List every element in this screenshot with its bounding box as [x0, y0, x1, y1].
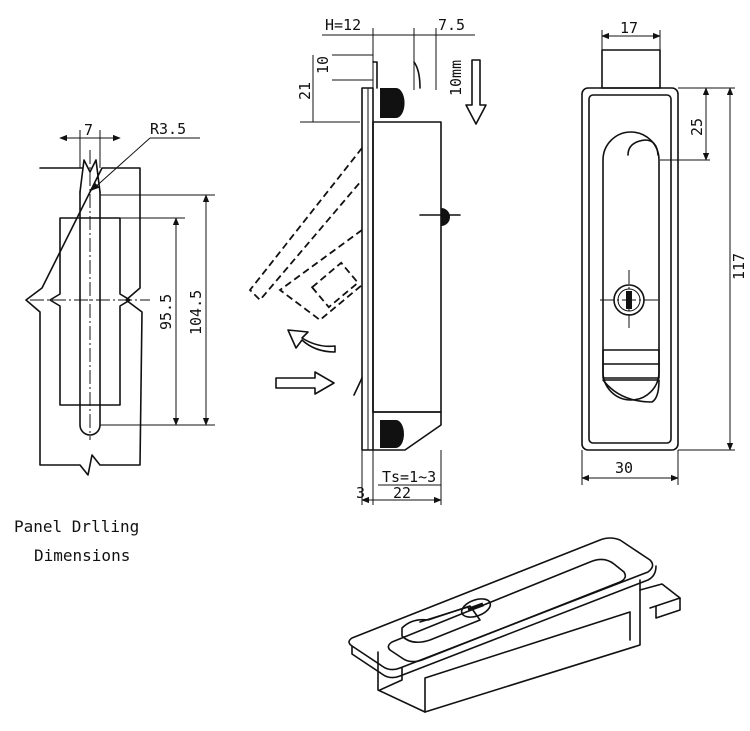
panel-drilling-view: 7 R3.5 95.5 104.5 — [25, 120, 215, 476]
iso-body — [377, 611, 631, 713]
panel-slot — [79, 191, 101, 436]
dim-label-30: 30 — [615, 459, 633, 477]
dim-label-3: 3 — [356, 484, 365, 502]
swung-handle-outline — [248, 147, 363, 302]
side-bottom-wedge — [372, 411, 442, 451]
top-screw-icon — [380, 88, 405, 118]
dim-label-ts: Ts=1~3 — [382, 468, 436, 486]
dim-label-7: 7 — [84, 121, 93, 139]
iso-handle — [401, 605, 481, 644]
front-handle — [602, 379, 660, 403]
front-view: 17 25 117 30 — [581, 19, 748, 485]
caption-line-2: Dimensions — [34, 546, 130, 565]
dim-label-21: 21 — [296, 82, 314, 100]
dim-label-7-5: 7.5 — [438, 16, 465, 34]
dim-label-117: 117 — [730, 253, 748, 280]
dim-label-25: 25 — [688, 118, 706, 136]
radius-leader — [91, 137, 151, 191]
travel-arrow-icon — [465, 59, 487, 125]
front-handle-recess — [602, 131, 660, 401]
dim-label-travel: 10mm — [447, 60, 465, 96]
iso-rear-tab — [639, 583, 681, 609]
side-body — [372, 121, 442, 413]
iso-key-icon — [460, 598, 492, 618]
iso-flange-top — [348, 537, 654, 671]
front-top-tab — [601, 49, 661, 89]
panel-cutout-wide — [49, 217, 131, 406]
side-view: H=12 7.5 10 21 10mm — [248, 16, 487, 505]
iso-recess — [387, 558, 627, 663]
rotate-arrow-icon — [287, 329, 336, 353]
isometric-view — [348, 537, 681, 713]
dim-label-h12: H=12 — [325, 16, 361, 34]
dim-label-22: 22 — [393, 484, 411, 502]
bottom-screw-icon — [380, 420, 404, 448]
dim-label-95-5: 95.5 — [157, 294, 175, 330]
dim-label-radius: R3.5 — [150, 120, 186, 138]
caption-line-1: Panel Drlling — [14, 517, 139, 536]
panel-outline — [25, 167, 143, 476]
push-arrow-icon — [275, 371, 335, 395]
dim-label-10: 10 — [314, 56, 332, 74]
swung-handle-key — [310, 261, 360, 309]
dim-label-104-5: 104.5 — [187, 290, 205, 335]
front-flange — [581, 87, 679, 451]
dim-label-17: 17 — [620, 19, 638, 37]
